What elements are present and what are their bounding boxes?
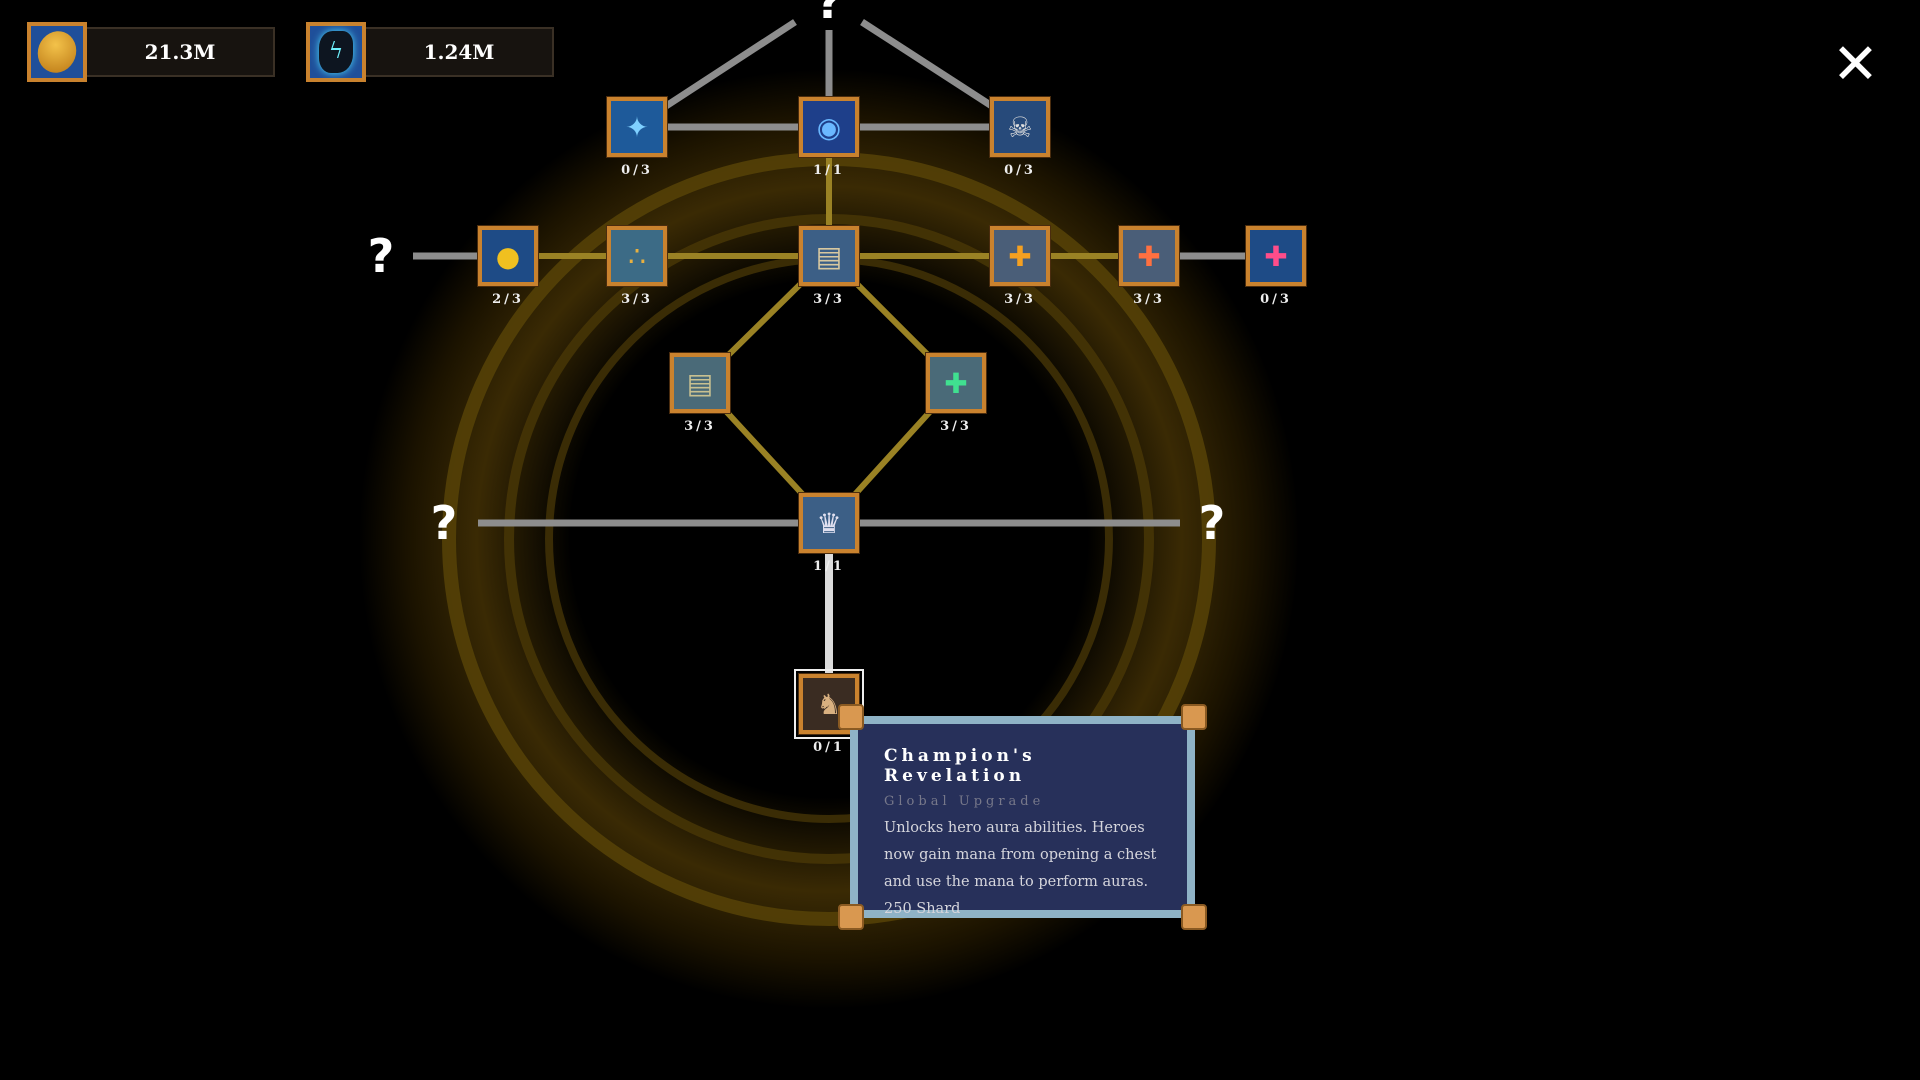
tooltip-subtitle: Global Upgrade (884, 794, 1045, 809)
skill-tooltip: Champion's Revelation Global Upgrade Unl… (838, 704, 1207, 930)
skill-level-label: 3/3 (940, 419, 972, 434)
skill-level-label: 3/3 (813, 292, 845, 307)
skill-node-row2-gold[interactable]: ● (478, 226, 538, 286)
tooltip-corner (838, 904, 864, 930)
tooltip-corner (838, 704, 864, 730)
skill-node-row1-left[interactable]: ✦ (607, 97, 667, 157)
skill-node-row4-lion[interactable]: ♛ (799, 493, 859, 553)
unknown-node-lower-left[interactable]: ? (430, 496, 458, 550)
skill-node-row3-book[interactable]: ▤ (670, 353, 730, 413)
skill-node-row1-center[interactable]: ◉ (799, 97, 859, 157)
skill-level-label: 3/3 (1133, 292, 1165, 307)
row2-plus-orange-icon: ✚ (1008, 239, 1032, 273)
skill-level-label: 3/3 (684, 419, 716, 434)
skill-level-label: 2/3 (492, 292, 524, 307)
row5-champion-icon: ♞ (816, 687, 842, 721)
skill-level-label: 1/1 (813, 163, 845, 178)
skill-node-row1-right[interactable]: ☠ (990, 97, 1050, 157)
row4-lion-icon: ♛ (816, 506, 842, 540)
skill-node-row2-book[interactable]: ▤ (799, 226, 859, 286)
gold-coin-icon (27, 22, 87, 82)
tooltip-cost: 250 Shard (884, 901, 961, 917)
skill-level-label: 0/3 (1260, 292, 1292, 307)
close-button[interactable]: ✕ (1832, 32, 1879, 97)
skill-level-label: 3/3 (621, 292, 653, 307)
row2-gold-icon: ● (495, 239, 521, 273)
shard-amount: 1.24M (364, 27, 554, 77)
skill-level-label: 0/3 (621, 163, 653, 178)
row3-book-icon: ▤ (686, 366, 714, 400)
tooltip-corner (1181, 904, 1207, 930)
gold-currency: 21.3M (27, 22, 275, 82)
tooltip-description: Unlocks hero aura abilities. Heroes now … (884, 820, 1157, 890)
row1-right-icon: ☠ (1007, 110, 1033, 144)
row1-left-icon: ✦ (625, 110, 649, 144)
skill-node-row3-plus-green[interactable]: ✚ (926, 353, 986, 413)
skill-level-label: 0/3 (1004, 163, 1036, 178)
unknown-node-top[interactable]: ? (815, 0, 843, 29)
tooltip-corner (1181, 704, 1207, 730)
skill-level-label: 3/3 (1004, 292, 1036, 307)
row2-plus-red-icon: ✚ (1137, 239, 1161, 273)
skill-node-row2-plus-pink[interactable]: ✚ (1246, 226, 1306, 286)
shard-icon: ϟ (306, 22, 366, 82)
tooltip-title: Champion's Revelation (884, 746, 1036, 786)
skill-node-row2-plus-red[interactable]: ✚ (1119, 226, 1179, 286)
row1-center-icon: ◉ (816, 110, 842, 144)
skill-level-label: 0/1 (813, 740, 845, 755)
row2-book-icon: ▤ (815, 239, 843, 273)
row2-coins-icon: ∴ (628, 239, 646, 273)
skill-node-row2-plus-orange[interactable]: ✚ (990, 226, 1050, 286)
shard-currency: ϟ 1.24M (306, 22, 554, 82)
unknown-node-left[interactable]: ? (367, 229, 395, 283)
unknown-node-lower-right[interactable]: ? (1198, 496, 1226, 550)
skill-node-row2-coins[interactable]: ∴ (607, 226, 667, 286)
skill-level-label: 1/1 (813, 559, 845, 574)
row2-plus-pink-icon: ✚ (1264, 239, 1288, 273)
row3-plus-green-icon: ✚ (944, 366, 968, 400)
gold-amount: 21.3M (85, 27, 275, 77)
